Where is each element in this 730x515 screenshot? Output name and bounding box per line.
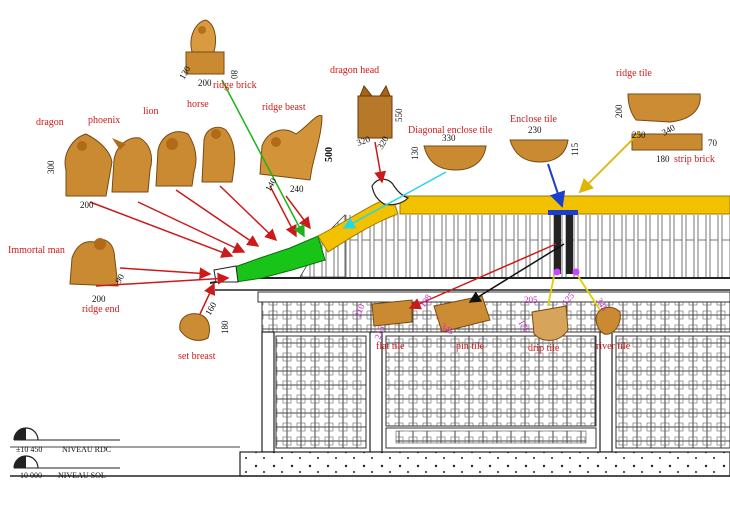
label-horse: horse [187,99,209,110]
dim-flat-a: 210 [352,302,366,319]
dim-dragon-head-h: 550 [394,108,404,122]
dim-diag-enclose-h: 130 [410,146,420,160]
label-pin-tile: pin tile [456,341,485,352]
level-rdc: ±10 450 NIVEAU RDC [13,427,120,454]
dim-ridge-beast-b: 240 [290,184,304,194]
window-panel [385,335,597,427]
label-ridge-brick: ridge brick [213,80,257,91]
dragon-image [64,133,113,197]
label-diagonal-enclose-tile: Diagonal enclose tile [408,125,493,136]
label-ridge-tile: ridge tile [616,68,652,79]
dim-immortal-b: 200 [92,294,106,304]
immortal-man-image [69,238,119,287]
level-sol: 10 000 NIVEAU SOL [13,455,120,480]
sloped-ridge-green [231,235,326,283]
label-enclose-tile: Enclose tile [510,114,557,125]
level-rdc-value: ±10 450 [16,445,42,454]
dim-dragon-head-a: 320 [355,134,372,148]
flat-tile-image [371,299,413,327]
dim-ridge-brick-b: 200 [198,78,212,88]
label-dragon-head: dragon head [330,65,379,76]
lion-image [155,131,197,187]
set-breast-image [179,313,211,341]
arrows [89,79,641,315]
drip-tile-image [531,305,569,341]
pin-tile-image [433,295,491,333]
horse-image [201,126,236,183]
ridge-brick-image [185,19,225,75]
diagonal-enclose-tile-image [423,145,487,171]
roof-ridge [213,178,730,283]
dim-dragon-w: 200 [80,200,94,210]
frieze [261,301,730,333]
river-tile-image [595,306,621,335]
label-strip-brick: strip brick [674,154,715,165]
dim-strip-brick-a: 70 [708,138,718,148]
label-dragon: dragon [36,117,64,128]
dim-strip-brick-b: 180 [656,154,670,164]
dim-set-breast-b: 180 [220,320,230,334]
label-flat-tile: flat tile [376,341,405,352]
label-immortal-man: Immortal man [8,245,65,256]
enclose-tile-image [509,139,569,163]
ridge-beast-image [259,114,323,181]
building-elevation [10,214,730,477]
component-images [64,19,703,341]
window-panel [615,335,730,449]
dim-enclose-w: 230 [528,125,542,135]
strip-brick-image [631,133,703,151]
dim-ridge-beast-a: 140 [263,176,279,193]
dim-dragon-h: 300 [46,160,56,174]
dragon-head-image [357,84,393,139]
dim-enclose-h: 115 [570,142,580,156]
labels: dragon phoenix lion horse ridge beast ri… [8,65,715,362]
label-river-tile: river tile [596,341,631,352]
label-set-breast: set breast [178,351,216,362]
roof-rafters [345,215,730,277]
phoenix-image [111,137,153,193]
level-sol-name: NIVEAU SOL [58,471,106,480]
label-phoenix: phoenix [88,115,120,126]
label-drip-tile: drip tile [528,343,560,354]
dim-ridge-tile-a: 200 [614,104,624,118]
level-sol-value: 10 000 [20,471,42,480]
level-rdc-name: NIVEAU RDC [62,445,111,454]
ridge-tile-image [627,93,701,123]
window-panel [275,335,367,449]
dim-ridge-beast-h: 500 [324,147,335,162]
dim-drip-a: 205 [524,295,538,305]
plinth [239,451,730,477]
label-ridge-end: ridge end [82,304,120,315]
label-lion: lion [143,106,159,117]
dim-ridge-tile-b: 250 [632,130,646,140]
dim-diag-enclose-w: 330 [442,133,456,143]
dim-ridge-brick-c: 80 [229,70,239,80]
dragon-head-drawing [371,178,410,206]
label-ridge-beast: ridge beast [262,102,306,113]
dim-flat-b: 215 [372,324,386,341]
